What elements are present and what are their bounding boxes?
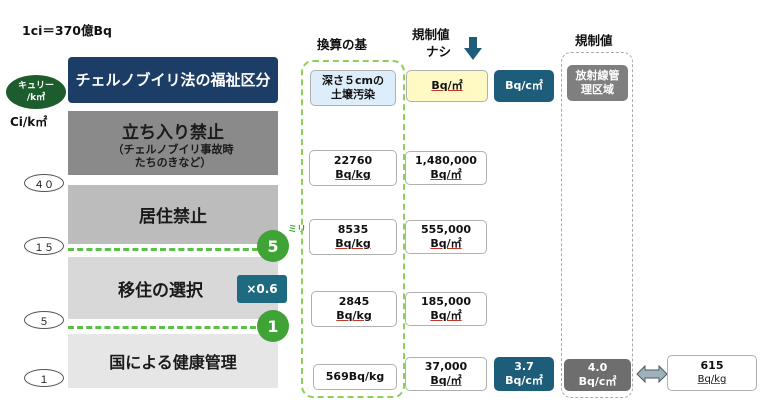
basis-value-15: 8535 Bq/kg (309, 219, 397, 255)
radiation-area-bottom-unit: Bq/c㎡ (578, 375, 617, 388)
ci-unit-label: Ci/k㎡ (10, 115, 48, 129)
basis-column-frame (301, 60, 405, 398)
marker-5mm: 5 (257, 230, 289, 262)
threshold-line-1mm (68, 326, 256, 329)
bq-m2-value-5: 185,000 Bq/㎡ (405, 292, 487, 326)
level-5: ５ (24, 311, 64, 329)
bq-m2-value-15-num: 555,000 (420, 223, 472, 236)
result-num: 615 (700, 359, 724, 372)
bq-m2-value-1: 37,000 Bq/㎡ (405, 357, 487, 391)
bq-cm2-bottom-cell: 3.7 Bq/c㎡ (494, 357, 554, 391)
bq-cm2-bottom-num: 3.7 (514, 360, 534, 373)
basis-value-5-unit: Bq/kg (336, 309, 372, 322)
regulation-header-1-sub: ナシ (426, 44, 452, 59)
bq-cm2-bottom-unit: Bq/c㎡ (505, 374, 543, 387)
zone-no-residence-label: 居住禁止 (139, 207, 207, 227)
bq-m2-value-5-num: 185,000 (420, 295, 472, 308)
basis-header-line1: 深さ５cmの (322, 74, 384, 87)
regulation-header-2: 規制値 (575, 33, 613, 48)
bq-m2-value-5-unit: Bq/㎡ (430, 309, 462, 322)
bq-m2-value-15: 555,000 Bq/㎡ (405, 220, 487, 254)
zone-no-residence: 居住禁止 (68, 185, 278, 244)
arrow-down-icon (464, 37, 482, 60)
bq-m2-header-cell: Bq/㎡ (406, 70, 488, 102)
basis-value-15-unit: Bq/kg (335, 237, 371, 250)
result-cell: 615 Bq/kg (667, 355, 757, 391)
zone-relocation-label: 移住の選択 (118, 281, 203, 301)
basis-value-15-num: 8535 (337, 223, 369, 236)
result-unit: Bq/kg (697, 374, 727, 385)
basis-value-40-num: 22760 (333, 154, 373, 167)
curie-pill-line1: キュリー (17, 81, 54, 91)
level-40: ４０ (24, 174, 64, 192)
bq-m2-header-label: Bq/㎡ (431, 79, 463, 92)
bq-m2-value-40-num: 1,480,000 (415, 154, 477, 167)
regulation-header-1: 規制値 (412, 27, 450, 42)
bq-cm2-header-label: Bq/c㎡ (505, 79, 543, 92)
zone-no-entry: 立ち入り禁止 （チェルノブイリ事故時 たちのきなど） (68, 111, 278, 175)
basis-value-5: 2845 Bq/kg (311, 291, 397, 327)
zone-no-entry-sub1: （チェルノブイリ事故時 (112, 142, 234, 156)
bq-cm2-header-cell: Bq/c㎡ (494, 70, 554, 102)
basis-header-cell: 深さ５cmの 土壌汚染 (310, 70, 396, 106)
basis-header: 換算の基 (317, 37, 368, 52)
basis-value-40: 22760 Bq/kg (309, 150, 397, 186)
conversion-label: 1ci＝370億Bq (22, 23, 112, 38)
bq-m2-value-15-unit: Bq/㎡ (430, 237, 462, 250)
zone-health-label: 国による健康管理 (109, 353, 237, 372)
level-15: １５ (24, 237, 64, 255)
basis-value-40-unit: Bq/kg (335, 168, 371, 181)
multiplier-badge: ×0.6 (237, 275, 287, 303)
mm-label: ミリ (288, 225, 307, 235)
bq-m2-value-1-num: 37,000 (424, 360, 468, 373)
radiation-area-header-line2: 理区域 (581, 83, 614, 96)
basis-value-5-num: 2845 (338, 295, 370, 308)
basis-header-line2: 土壌汚染 (331, 88, 375, 101)
zone-no-entry-label: 立ち入り禁止 (122, 122, 224, 143)
radiation-area-bottom-num: 4.0 (587, 361, 608, 374)
bq-m2-value-40-unit: Bq/㎡ (430, 168, 462, 181)
double-arrow-icon (636, 364, 668, 384)
marker-1mm: 1 (257, 310, 289, 342)
level-1: １ (24, 369, 64, 387)
zone-no-entry-sub2: たちのきなど） (134, 155, 212, 169)
radiation-area-bottom: 4.0 Bq/c㎡ (564, 359, 631, 391)
bq-m2-value-40: 1,480,000 Bq/㎡ (405, 151, 487, 185)
zone-title: チェルノブイリ法の福祉区分 (68, 57, 278, 103)
curie-pill-line2: /k㎡ (26, 93, 46, 103)
curie-unit-pill: キュリー /k㎡ (6, 75, 66, 109)
basis-value-1-num: 569Bq/kg (325, 370, 385, 383)
radiation-area-frame (561, 52, 633, 398)
threshold-line-5mm (68, 248, 258, 251)
basis-value-1: 569Bq/kg (313, 364, 397, 390)
zone-health-management: 国による健康管理 (68, 334, 278, 388)
radiation-area-header-line1: 放射線管 (575, 69, 620, 82)
radiation-area-header: 放射線管 理区域 (567, 65, 628, 101)
bq-m2-value-1-unit: Bq/㎡ (430, 374, 462, 387)
